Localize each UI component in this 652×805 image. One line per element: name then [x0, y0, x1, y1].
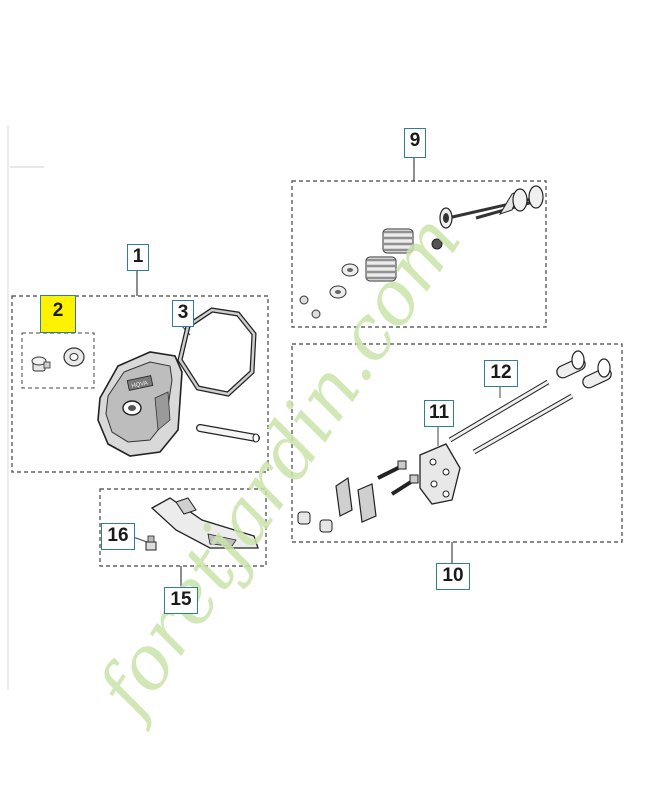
part-gasket — [177, 307, 257, 397]
callout-12: 12 — [484, 360, 518, 387]
part-rocker-cover: HQVA — [97, 351, 183, 457]
part-push-rods — [448, 379, 574, 455]
part-bracket — [150, 497, 259, 549]
part-breather-hose — [196, 424, 260, 443]
part-spring-retainers — [299, 238, 443, 319]
callout-15: 15 — [164, 587, 198, 614]
callout-9: 9 — [404, 128, 426, 158]
part-screw — [145, 535, 157, 551]
callout-10: 10 — [436, 563, 470, 590]
part-rocker-studs — [377, 460, 419, 496]
group-box-10 — [291, 343, 623, 543]
group-box-15 — [99, 488, 267, 567]
callout-16: 16 — [101, 523, 135, 550]
callout-11: 11 — [424, 400, 454, 427]
group-box-9 — [291, 180, 547, 328]
part-guide-plate — [419, 443, 461, 505]
part-valves — [439, 185, 544, 229]
group-box-1 — [11, 295, 269, 473]
part-adjuster-nuts — [297, 511, 333, 533]
callout-1: 1 — [127, 244, 149, 271]
callout-2: 2 — [40, 295, 76, 333]
part-washer — [63, 347, 85, 367]
svg-text:HQVA: HQVA — [131, 380, 148, 389]
part-rocker-arms — [335, 476, 377, 523]
part-bolt — [31, 356, 51, 372]
callout-3: 3 — [172, 300, 194, 327]
part-valve-springs — [365, 228, 414, 282]
part-tappets — [556, 350, 612, 389]
